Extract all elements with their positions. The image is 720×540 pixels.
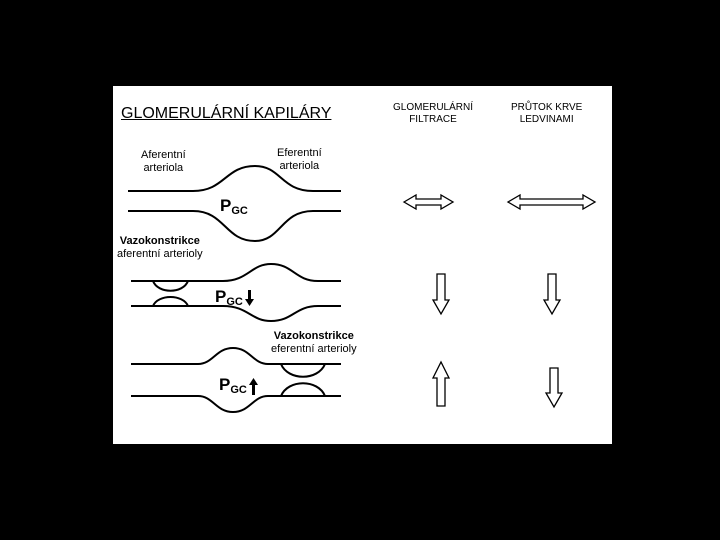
- afferent-arteriole-label: Aferentní arteriola: [141, 149, 186, 174]
- vasoconstriction-efferent-label: Vazokonstrikce eferentní arterioly: [271, 330, 357, 355]
- bloodflow-decrease-arrow-2: [546, 368, 562, 407]
- column-header-filtration: GLOMERULÁRNÍ FILTRACE: [393, 102, 473, 125]
- pgc-label-decreased: PGC: [215, 287, 243, 309]
- vaso-eff-title: Vazokonstrikce: [271, 330, 357, 343]
- column-header-bloodflow: PRŮTOK KRVE LEDVINAMI: [511, 102, 582, 125]
- bloodflow-decrease-arrow-1: [544, 274, 560, 314]
- afferent-label-line2: arteriola: [141, 162, 186, 175]
- afferent-label-line1: Aferentní: [141, 149, 186, 162]
- filtration-increase-arrow: [433, 362, 449, 406]
- efferent-constriction-bottom: [281, 383, 325, 396]
- column-header-filtration-line2: FILTRACE: [393, 114, 473, 126]
- pgc-label-increased: PGC: [219, 375, 247, 397]
- efferent-label-line1: Eferentní: [277, 147, 322, 160]
- vaso-aff-title: Vazokonstrikce: [117, 235, 203, 248]
- afferent-constriction-bottom: [153, 297, 188, 306]
- capillary-2-top-wall: [131, 264, 341, 281]
- vasoconstriction-afferent-label: Vazokonstrikce aferentní arterioly: [117, 235, 203, 260]
- content-panel: GLOMERULÁRNÍ KAPILÁRY GLOMERULÁRNÍ FILTR…: [113, 86, 612, 444]
- vaso-eff-subtitle: eferentní arterioly: [271, 343, 357, 356]
- vaso-aff-subtitle: aferentní arterioly: [117, 248, 203, 261]
- efferent-label-line2: arteriola: [277, 160, 322, 173]
- capillary-diagram: [113, 86, 612, 444]
- capillary-3-bottom-wall: [131, 396, 341, 412]
- pgc-label-normal: PGC: [220, 196, 248, 218]
- column-header-bloodflow-line2: LEDVINAMI: [511, 114, 582, 126]
- pgc-up-arrow: [249, 378, 258, 395]
- column-header-filtration-line1: GLOMERULÁRNÍ: [393, 102, 473, 114]
- efferent-arteriole-label: Eferentní arteriola: [277, 147, 322, 172]
- diagram-title: GLOMERULÁRNÍ KAPILÁRY: [121, 105, 331, 123]
- pgc-down-arrow: [245, 290, 254, 306]
- filtration-decrease-arrow: [433, 274, 449, 314]
- efferent-constriction-top: [281, 364, 325, 377]
- column-header-bloodflow-line1: PRŮTOK KRVE: [511, 102, 582, 114]
- bloodflow-unchanged-arrow: [508, 195, 595, 209]
- afferent-constriction-top: [153, 281, 188, 291]
- filtration-unchanged-arrow: [404, 195, 453, 209]
